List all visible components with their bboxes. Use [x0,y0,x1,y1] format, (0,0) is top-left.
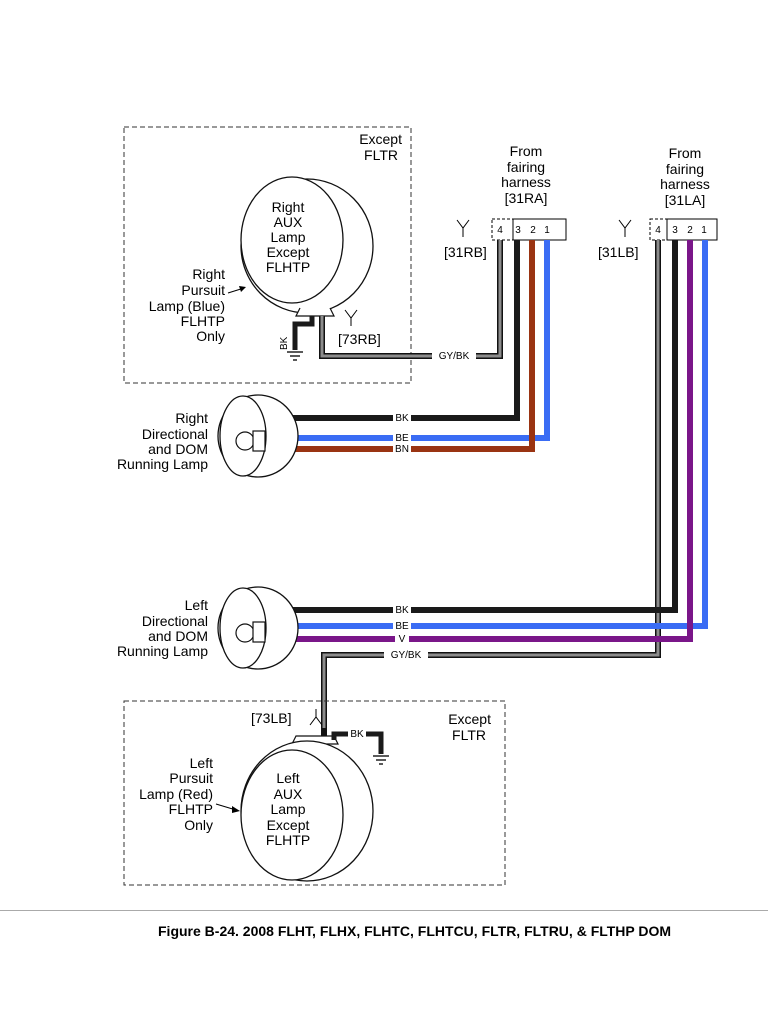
connector-31rb-icon [456,219,470,237]
right-pursuit-line2: Pursuit [181,282,225,298]
connector-73rb-label: [73RB] [338,331,381,347]
connector-31lb-label: [31LB] [598,244,638,260]
right-aux-lamp-line2: AUX [274,214,303,230]
left-aux-lamp-line1: Left [276,770,299,786]
figure-caption: Figure B-24. 2008 FLHT, FLHX, FLHTC, FLH… [158,923,672,939]
left-directional-line1: Left [185,597,208,613]
right-pursuit-ground-label: BK [279,336,290,350]
left-ground-label-bg [348,727,366,740]
right-be-wire [264,240,550,441]
right-bk-label: BK [395,413,409,424]
pin-31la-1: 1 [701,225,707,236]
right-pursuit-line3: Lamp (Blue) [149,298,225,314]
left-from-line2: fairing [666,161,704,177]
left-gy-bk-wire [322,240,660,728]
right-bk-label-bg [393,411,411,424]
pin-31la-4: 4 [655,225,661,236]
left-v-label-bg [395,633,409,645]
left-bk-label: BK [395,605,409,616]
caption-divider [0,910,768,911]
pin-31ra-2: 2 [530,225,536,236]
right-aux-lamp-line3: Lamp [270,229,305,245]
left-directional-line3: and DOM [148,628,208,644]
left-v-label: V [399,634,406,645]
right-aux-lamp-line5: FLHTP [266,259,310,275]
left-pursuit-pointer-head [232,806,240,813]
left-except-model: FLTR [452,727,486,743]
pin-31la-2: 2 [687,225,693,236]
connector-73lb-label: [73LB] [251,710,291,726]
right-gy-bk-label: GY/BK [439,351,470,362]
pin-31la-3: 3 [672,225,678,236]
connector-31rb-label: [31RB] [444,244,487,260]
right-aux-lamp [240,176,374,317]
right-gy-bk-label-bg [432,349,476,362]
left-directional-line4: Running Lamp [117,643,208,659]
left-be-label-bg [393,620,411,632]
left-ground-icon [373,755,389,765]
left-bk-label-bg [393,603,411,616]
left-pursuit-dashed-box [123,700,506,886]
right-pursuit-line5: Only [196,328,225,344]
right-be-label: BE [395,433,409,444]
right-directional-lamp [217,394,299,478]
right-bn-label: BN [395,444,409,455]
left-from-line3: harness [660,176,710,192]
right-directional-line1: Right [175,410,208,426]
right-from-line3: harness [501,174,551,190]
left-pursuit-line2: Pursuit [169,770,213,786]
left-pursuit-ground-label: BK [350,729,364,740]
right-bn-label-bg [393,443,411,454]
left-from-line4: [31LA] [665,192,705,208]
right-gy-bk-wire [320,240,502,358]
connector-73lb-icon [309,709,323,726]
right-pursuit-ground-wire [292,316,315,350]
right-directional-line3: and DOM [148,441,208,457]
left-from-line1: From [669,145,702,161]
pin-31ra-1: 1 [544,225,550,236]
right-directional-line4: Running Lamp [117,456,208,472]
left-pursuit-line3: Lamp (Red) [139,786,213,802]
left-pursuit-line4: FLHTP [169,801,213,817]
left-directional-line2: Directional [142,613,208,629]
left-aux-lamp-line5: FLHTP [266,832,310,848]
right-from-line2: fairing [507,159,545,175]
connector-31ra [491,218,567,241]
left-gy-bk-label-bg [384,648,428,661]
right-from-line1: From [510,143,543,159]
left-aux-lamp-line3: Lamp [270,801,305,817]
left-aux-lamp [240,735,374,882]
pin-31ra-4: 4 [497,225,503,236]
left-aux-lamp-line2: AUX [274,786,303,802]
connector-31lb-icon [618,219,632,237]
right-except-label: Except [359,131,402,147]
right-pursuit-pointer-head [239,286,246,292]
left-gy-bk-label: GY/BK [391,650,422,661]
left-pursuit-line1: Left [190,755,213,771]
left-be-label: BE [395,621,409,632]
right-aux-lamp-line1: Right [272,199,305,215]
left-directional-lamp [217,586,299,670]
connector-31la [649,218,718,241]
right-from-line4: [31RA] [505,190,548,206]
right-pursuit-line4: FLHTP [181,313,225,329]
right-pursuit-line1: Right [192,266,225,282]
connector-73rb-icon [344,309,358,326]
left-aux-lamp-line4: Except [267,817,310,833]
left-except-label: Except [448,711,491,727]
right-directional-line2: Directional [142,426,208,442]
right-except-model: FLTR [364,147,398,163]
right-aux-lamp-line4: Except [267,244,310,260]
right-ground-icon [287,351,303,361]
pin-31ra-3: 3 [515,225,521,236]
left-pursuit-line5: Only [184,817,213,833]
right-be-label-bg [393,432,411,443]
right-bn-wire [264,240,535,452]
